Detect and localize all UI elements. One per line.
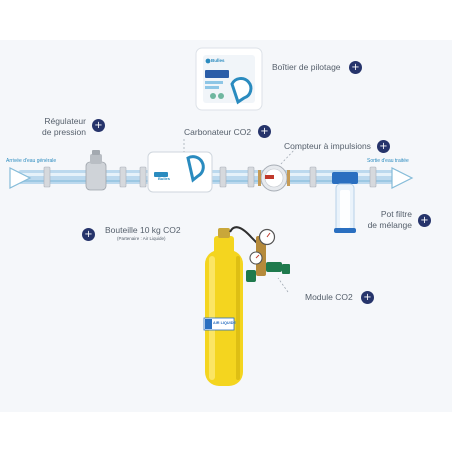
leader-lines — [183, 139, 297, 293]
label-regulateur-line1: Régulateur — [44, 116, 86, 126]
label-carbonateur: Carbonateur CO2 — [184, 127, 252, 137]
label-module: Module CO2 — [305, 292, 353, 302]
module-info-plus-icon[interactable]: + — [361, 291, 374, 304]
compteur-info-plus-icon[interactable]: + — [377, 140, 390, 153]
cylinder-brand-text: AIR LIQUIDE — [213, 321, 236, 325]
label-pot-line2: de mélange — [367, 220, 412, 230]
pipe-connectors — [43, 166, 377, 188]
label-compteur: Compteur à impulsions — [284, 141, 371, 151]
label-sortie: Sortie d'eau traitée — [367, 158, 409, 164]
co2-cylinder — [203, 228, 243, 386]
regulateur-info-plus-icon[interactable]: + — [92, 119, 105, 132]
outlet-arrow-icon — [391, 167, 414, 189]
label-bouteille: Bouteille 10 kg CO2 — [105, 225, 181, 235]
label-regulateur-line2: de pression — [42, 127, 86, 137]
co2-module — [229, 226, 290, 282]
inlet-arrow-icon — [9, 167, 32, 189]
pot-info-plus-icon[interactable]: + — [418, 214, 431, 227]
control-box-brand-text: Bulles — [211, 58, 225, 63]
control-box — [195, 47, 263, 111]
pulse-meter — [258, 164, 290, 192]
label-partenaire: (Partenaire : Air Liquide) — [117, 236, 166, 241]
label-boitier: Boîtier de pilotage — [272, 62, 341, 72]
carbonator-unit — [147, 151, 213, 193]
label-arrivee: Arrivée d'eau générale — [6, 158, 57, 164]
pressure-regulator — [85, 150, 107, 191]
mixing-filter-pot — [332, 172, 358, 233]
carbonator-brand-text: Bulles — [158, 176, 171, 181]
boitier-info-plus-icon[interactable]: + — [349, 61, 362, 74]
bouteille-info-plus-icon[interactable]: + — [82, 228, 95, 241]
carbonateur-info-plus-icon[interactable]: + — [258, 125, 271, 138]
label-pot-line1: Pot filtre — [380, 209, 412, 219]
